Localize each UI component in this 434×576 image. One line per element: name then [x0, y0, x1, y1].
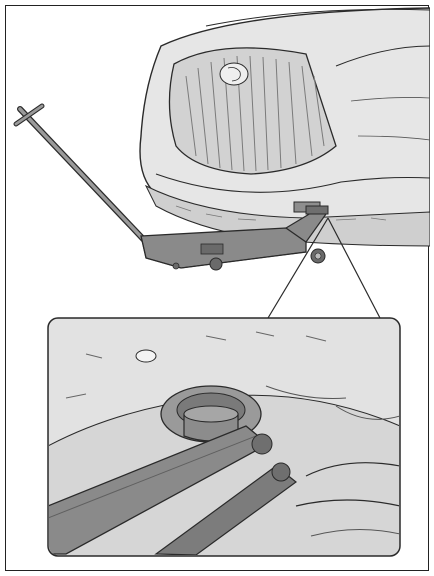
jack-illustration	[6, 6, 430, 572]
illustration-frame	[5, 5, 429, 571]
vehicle-front	[140, 8, 430, 246]
detail-inset	[48, 318, 400, 556]
